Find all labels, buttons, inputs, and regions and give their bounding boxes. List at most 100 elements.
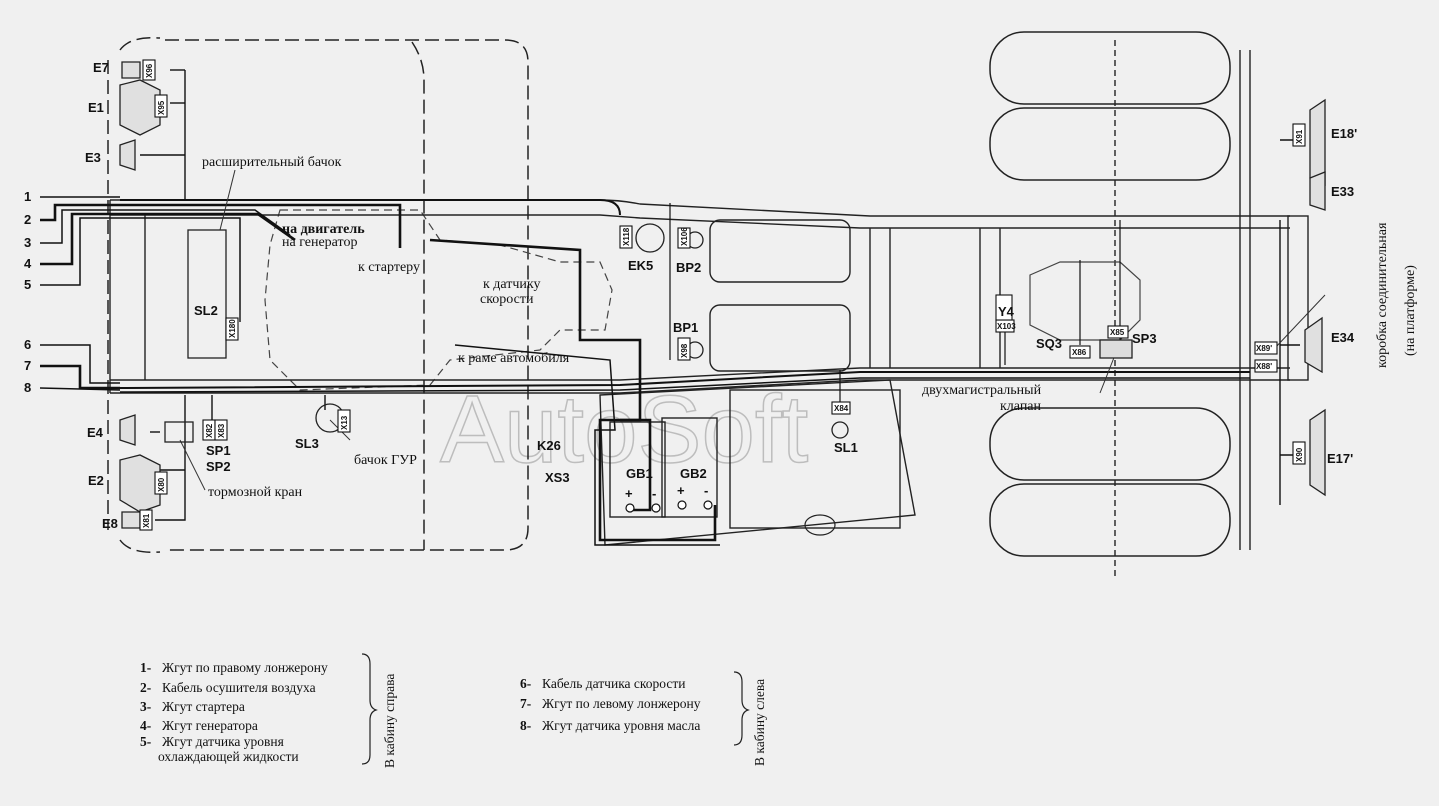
connector-X84: X84 bbox=[834, 404, 849, 413]
annotation-junction-box-1: коробка соединительная bbox=[1375, 222, 1390, 368]
wire-number-3: 3 bbox=[24, 235, 31, 250]
legend-item-4-text: Жгут генератора bbox=[162, 718, 258, 733]
connector-X103: X103 bbox=[997, 322, 1016, 331]
legend-item-4-num: 4- bbox=[140, 718, 151, 733]
frame bbox=[109, 40, 1309, 580]
label-SP2: SP2 bbox=[206, 459, 231, 474]
label-BP2: BP2 bbox=[676, 260, 701, 275]
label-EK5: EK5 bbox=[628, 258, 653, 273]
legend-item-8-num: 8- bbox=[520, 718, 531, 733]
label-K26: K26 bbox=[537, 438, 561, 453]
annotation-two-line-valve-2: клапан bbox=[1000, 399, 1042, 414]
legend-item-3-text: Жгут стартера bbox=[162, 699, 245, 714]
lamps-rear bbox=[1304, 98, 1326, 497]
legend-right-brace bbox=[361, 653, 378, 765]
annotation-junction-box-2: (на платформе) bbox=[1403, 265, 1418, 356]
label-E3: E3 bbox=[85, 150, 101, 165]
legend-item-5-text: Жгут датчика уровня bbox=[162, 734, 284, 749]
battery-terminals bbox=[625, 500, 713, 513]
legend-left-cab: 6- Кабель датчика скорости 7- Жгут по ле… bbox=[520, 671, 767, 766]
annotation-power-steering-tank: бачок ГУР bbox=[354, 453, 417, 468]
label-SL1: SL1 bbox=[834, 440, 858, 455]
connector-X86: X86 bbox=[1072, 348, 1087, 357]
connector-X90: X90 bbox=[1295, 447, 1304, 462]
label-E17: E17' bbox=[1327, 451, 1353, 466]
label-E33: E33 bbox=[1331, 184, 1354, 199]
wire-number-5: 5 bbox=[24, 277, 31, 292]
annotation-to-speed-sensor-1: к датчику bbox=[483, 277, 541, 292]
legend-item-6-text: Кабель датчика скорости bbox=[542, 676, 685, 691]
connector-X83: X83 bbox=[217, 423, 226, 438]
connector-X88: X88' bbox=[1256, 362, 1272, 371]
cab-outline bbox=[107, 37, 529, 553]
legend-item-2-num: 2- bbox=[140, 680, 151, 695]
label-E18: E18' bbox=[1331, 126, 1357, 141]
legend-item-5-continuation: охлаждающей жидкости bbox=[158, 749, 299, 764]
label-XS3: XS3 bbox=[545, 470, 570, 485]
label-GB1: GB1 bbox=[626, 466, 653, 481]
legend-item-8-text: Жгут датчика уровня масла bbox=[542, 718, 700, 733]
legend-left-caption: В кабину слева bbox=[752, 679, 767, 766]
annotation-to-engine: на двигатель bbox=[282, 222, 365, 237]
annotation-to-starter: к стартеру bbox=[358, 260, 420, 275]
battery-minus-1: - bbox=[652, 486, 656, 501]
connector-X81: X81 bbox=[142, 513, 151, 528]
connector-X82: X82 bbox=[205, 423, 214, 438]
connector-X89: X89' bbox=[1256, 344, 1272, 353]
connector-X106: X106 bbox=[680, 227, 689, 246]
connector-X96: X96 bbox=[145, 63, 154, 78]
connector-X98: X98 bbox=[680, 343, 689, 358]
devices bbox=[164, 223, 1133, 443]
wire-number-6: 6 bbox=[24, 337, 31, 352]
label-E1: E1 bbox=[88, 100, 104, 115]
legend-item-7-text: Жгут по левому лонжерону bbox=[542, 696, 701, 711]
legend-item-1-num: 1- bbox=[140, 660, 151, 675]
wire-number-8: 8 bbox=[24, 380, 31, 395]
connector-X118: X118 bbox=[622, 227, 631, 246]
connector-X91: X91 bbox=[1295, 129, 1304, 144]
label-E4: E4 bbox=[87, 425, 104, 440]
annotation-to-generator: на генератор bbox=[282, 235, 357, 250]
battery-minus-2: - bbox=[704, 483, 708, 498]
fuel-cap bbox=[804, 514, 836, 536]
legend-item-1-text: Жгут по правому лонжерону bbox=[162, 660, 328, 675]
annotation-brake-valve: тормозной кран bbox=[208, 485, 303, 500]
wire-number-1: 1 bbox=[24, 189, 31, 204]
connector-blocks bbox=[139, 59, 1306, 531]
wire-number-4: 4 bbox=[24, 256, 32, 271]
engine-outline bbox=[264, 209, 613, 391]
annotation-expansion-tank: расширительный бачок bbox=[202, 155, 342, 170]
label-SL3: SL3 bbox=[295, 436, 319, 451]
rear-wheels bbox=[989, 31, 1231, 557]
legend-item-2-text: Кабель осушителя воздуха bbox=[162, 680, 316, 695]
label-SL2: SL2 bbox=[194, 303, 218, 318]
battery-plus-1: + bbox=[625, 486, 633, 501]
label-GB2: GB2 bbox=[680, 466, 707, 481]
legend-left-brace bbox=[733, 671, 750, 746]
annotation-two-line-valve-1: двухмагистральный bbox=[922, 383, 1042, 398]
watermark: AutoSoft bbox=[440, 376, 808, 483]
label-BP1: BP1 bbox=[673, 320, 698, 335]
label-SP1: SP1 bbox=[206, 443, 231, 458]
label-E8: E8 bbox=[102, 516, 118, 531]
connector-X13: X13 bbox=[340, 415, 349, 430]
annotation-to-frame: к раме автомобиля bbox=[458, 351, 570, 366]
label-E2: E2 bbox=[88, 473, 104, 488]
annotation-to-speed-sensor-2: скорости bbox=[480, 292, 534, 307]
connector-X80: X80 bbox=[157, 477, 166, 492]
label-E34: E34 bbox=[1331, 330, 1355, 345]
legend-item-6-num: 6- bbox=[520, 676, 531, 691]
label-SP3: SP3 bbox=[1132, 331, 1157, 346]
connector-X180: X180 bbox=[228, 319, 237, 338]
battery-box bbox=[599, 379, 916, 546]
legend-item-7-num: 7- bbox=[520, 696, 531, 711]
label-Y4: Y4 bbox=[998, 304, 1015, 319]
harness-lines bbox=[39, 69, 1300, 546]
wire-number-7: 7 bbox=[24, 358, 31, 373]
label-SQ3: SQ3 bbox=[1036, 336, 1062, 351]
legend-item-5-num: 5- bbox=[140, 734, 151, 749]
lamps-front bbox=[119, 61, 161, 529]
legend-right-caption: В кабину справа bbox=[382, 674, 397, 768]
legend-item-3-num: 3- bbox=[140, 699, 151, 714]
